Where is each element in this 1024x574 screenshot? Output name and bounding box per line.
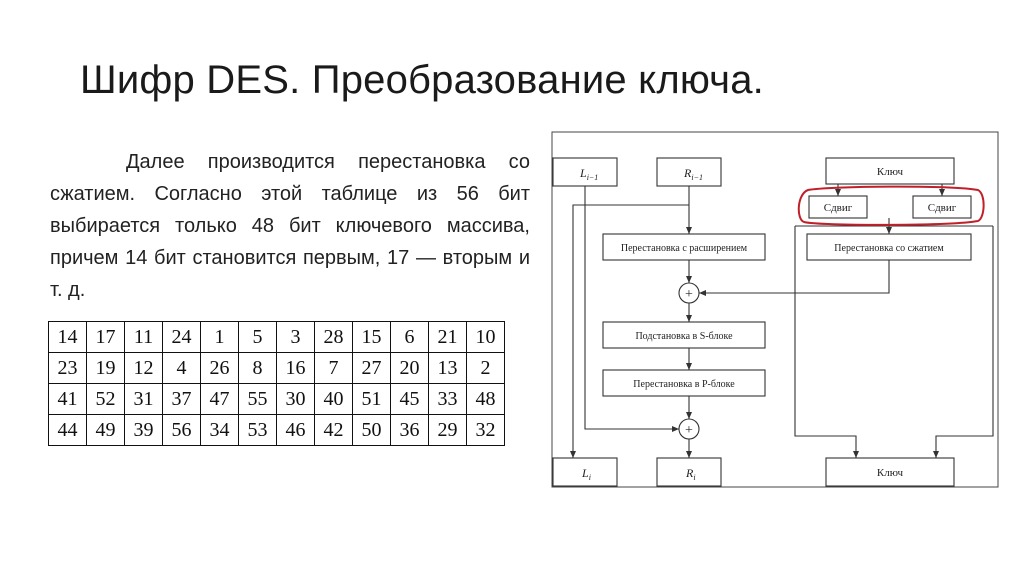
expansion-label: Перестановка с расширением (621, 243, 748, 254)
key-output-label: Ключ (877, 467, 904, 479)
table-cell: 29 (428, 414, 467, 446)
table-cell: 26 (200, 352, 239, 384)
table-cell: 7 (314, 352, 353, 384)
shift-left-label: Сдвиг (824, 202, 853, 214)
key-output-box (825, 457, 955, 487)
table-cell: 53 (238, 414, 277, 446)
table-cell: 48 (466, 383, 505, 415)
l-input-label: Li−1 (579, 166, 598, 182)
table-cell: 31 (124, 383, 163, 415)
r-output-box (656, 457, 722, 487)
table-cell: 28 (314, 321, 353, 353)
key-input-label: Ключ (877, 166, 904, 178)
table-cell: 32 (466, 414, 505, 446)
compression-to-xor-arrow (699, 260, 890, 296)
r-input-box (656, 157, 722, 187)
xor-bottom-symbol: + (685, 423, 693, 438)
table-cell: 20 (390, 352, 429, 384)
table-cell: 56 (162, 414, 201, 446)
pbox-label: Перестановка в P-блоке (633, 379, 735, 390)
table-cell: 36 (390, 414, 429, 446)
diagram-frame (551, 131, 999, 488)
table-cell: 51 (352, 383, 391, 415)
slide-title: Шифр DES. Преобразование ключа. (80, 58, 764, 102)
table-cell: 1 (200, 321, 239, 353)
shift-highlight (797, 185, 985, 226)
table-cell: 12 (124, 352, 163, 384)
table-cell: 6 (390, 321, 429, 353)
table-cell: 52 (86, 383, 125, 415)
shift-right-down-line (933, 226, 994, 458)
table-cell: 19 (86, 352, 125, 384)
table-cell: 34 (200, 414, 239, 446)
table-cell: 14 (48, 321, 87, 353)
table-cell: 10 (466, 321, 505, 353)
shift-left-down-line (794, 226, 859, 458)
l-output-label: Li (581, 466, 591, 482)
table-cell: 15 (352, 321, 391, 353)
pbox-box (602, 369, 766, 397)
sbox-label: Подстановка в S-блоке (635, 331, 733, 342)
r-output-label: Ri (685, 466, 696, 482)
key-input-box (825, 157, 955, 185)
expansion-box (602, 233, 766, 261)
compression-label: Перестановка со сжатием (834, 243, 944, 254)
compression-box (806, 233, 972, 261)
l-output-box (552, 457, 618, 487)
table-cell: 50 (352, 414, 391, 446)
table-cell: 4 (162, 352, 201, 384)
table-cell: 41 (48, 383, 87, 415)
table-cell: 42 (314, 414, 353, 446)
table-cell: 11 (124, 321, 163, 353)
l-input-box (552, 157, 618, 187)
table-cell: 44 (48, 414, 87, 446)
description-paragraph: Далее производится перестановка со сжати… (50, 151, 530, 301)
shift-right-label: Сдвиг (928, 202, 957, 214)
table-cell: 21 (428, 321, 467, 353)
r-to-l-out-arrow (570, 204, 689, 458)
table-cell: 3 (276, 321, 315, 353)
table-cell: 39 (124, 414, 163, 446)
table-cell: 30 (276, 383, 315, 415)
table-cell: 8 (238, 352, 277, 384)
xor-top-symbol: + (685, 287, 693, 302)
r-input-label: Ri−1 (683, 166, 703, 182)
sbox-box (602, 321, 766, 349)
table-cell: 23 (48, 352, 87, 384)
l-to-xor-arrow (584, 186, 679, 432)
table-cell: 49 (86, 414, 125, 446)
